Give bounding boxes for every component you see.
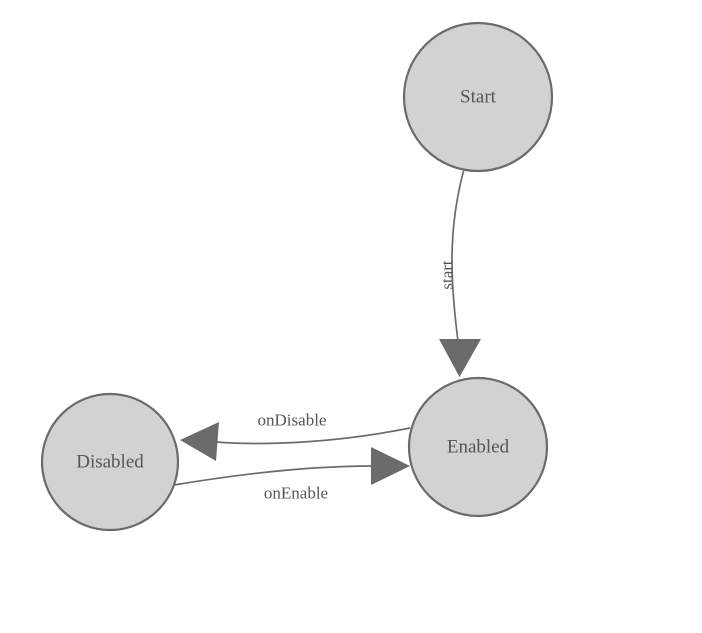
node-start-label: Start [460, 87, 497, 108]
edge-start-to-enabled[interactable]: start [438, 170, 482, 377]
edge-enabled-to-disabled-label: onDisable [258, 411, 327, 430]
edge-start-to-enabled-label: start [438, 260, 457, 290]
edge-disabled-to-enabled-path [173, 465, 373, 486]
edge-disabled-to-enabled[interactable]: onEnable [173, 447, 410, 503]
node-start[interactable]: Start [402, 21, 554, 173]
edge-enabled-to-disabled-path [215, 427, 411, 445]
node-enabled-circle [407, 376, 549, 518]
edge-enabled-to-disabled-arrowhead [180, 422, 219, 461]
edge-start-to-enabled-arrowhead [439, 339, 481, 377]
node-start-circle [402, 21, 554, 173]
node-disabled-circle [40, 392, 180, 532]
node-disabled-label: Disabled [76, 452, 144, 473]
edge-disabled-to-enabled-label: onEnable [264, 484, 328, 503]
node-enabled-label: Enabled [447, 437, 510, 458]
edge-disabled-to-enabled-arrowhead [371, 447, 410, 485]
node-enabled[interactable]: Enabled [407, 376, 549, 518]
edge-enabled-to-disabled[interactable]: onDisable [180, 411, 411, 462]
node-disabled[interactable]: Disabled [40, 392, 180, 532]
edge-start-to-enabled-path [451, 170, 465, 346]
